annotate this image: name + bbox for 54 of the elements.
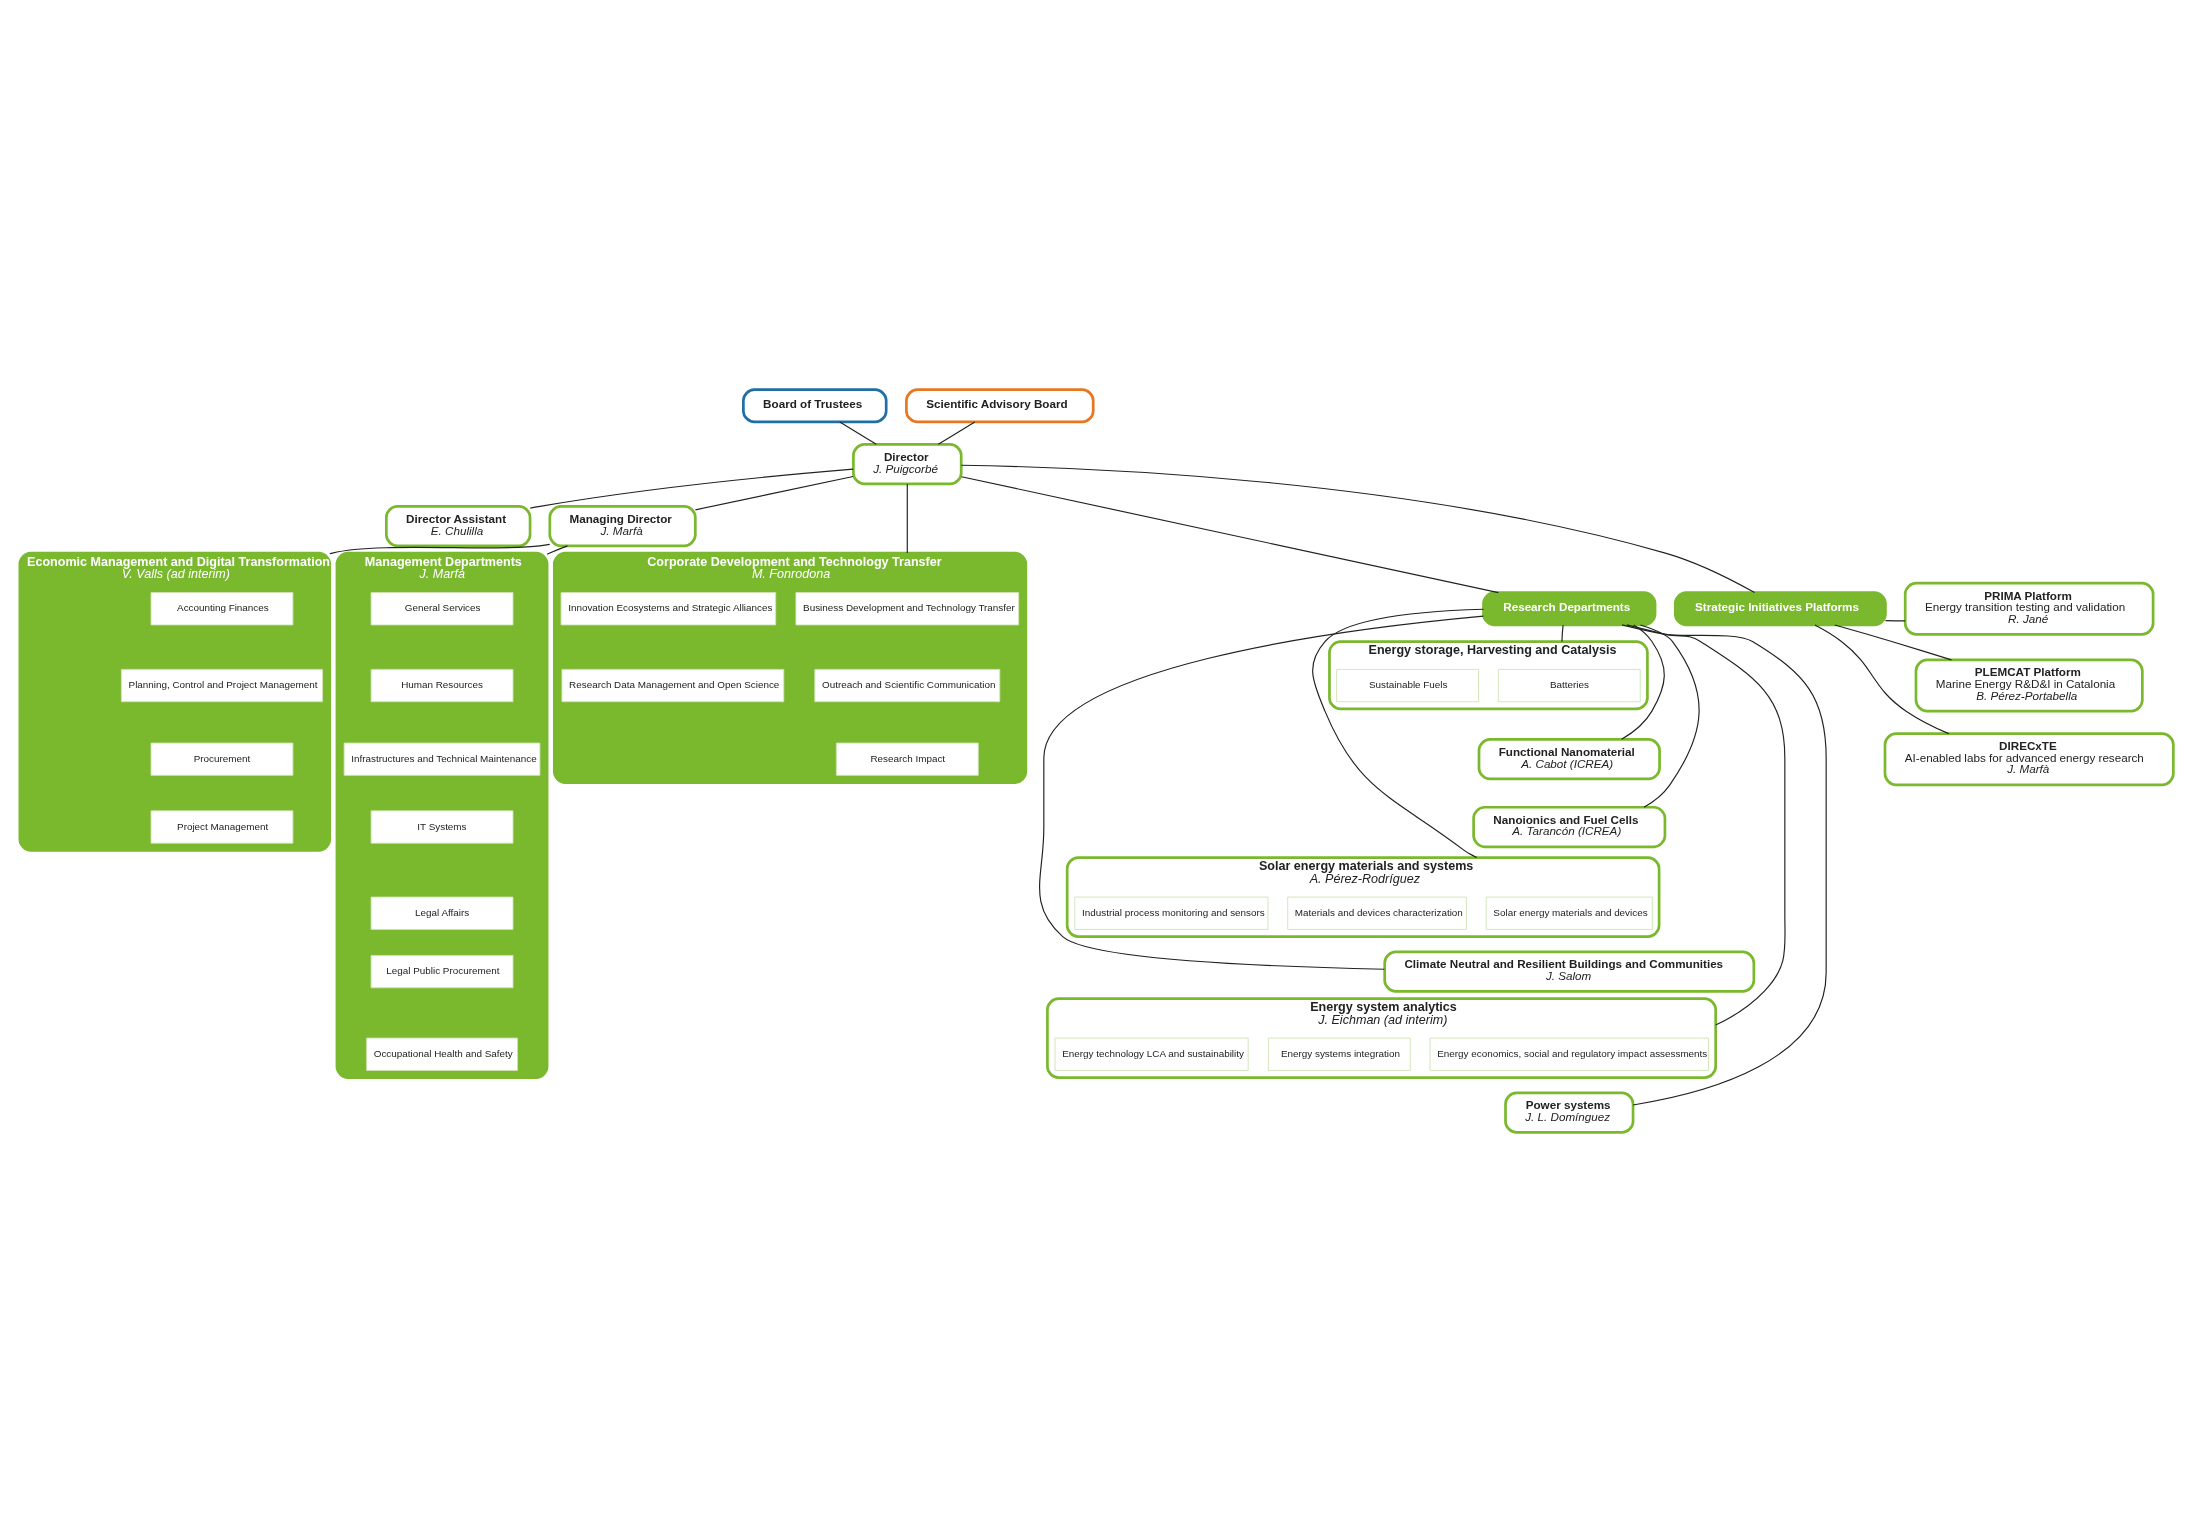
node-box: Nanoionics and Fuel Cells A. Tarancón (ICREA) — [1472, 805, 1667, 848]
node-box: DIRECxTE AI-enabled labs for advanced energy research J. Marfà — [1883, 731, 2175, 786]
node-box: Power systems J. L. Domínguez — [1504, 1091, 1635, 1134]
node-box: Climate Neutral and Resilient Buildings and Communities J. Salom — [1383, 950, 1756, 993]
connector — [1626, 623, 1786, 1026]
node-box: Energy economics, social and regulatory impact assessments — [1429, 1037, 1709, 1071]
node-box: Planning, Control and Project Management — [120, 668, 323, 702]
connector — [694, 475, 854, 510]
node-box: Director J. Puigcorbé — [852, 442, 963, 485]
node-box: Business Development and Technology Transfer — [795, 591, 1020, 625]
node-box: Solar energy materials and devices — [1485, 896, 1653, 930]
connector — [546, 544, 569, 555]
connector — [1039, 615, 1484, 970]
node-box: Research Departments — [1482, 590, 1657, 626]
node-box: Research Impact — [835, 742, 979, 776]
node-box: Procurement — [150, 742, 294, 776]
connector — [1884, 619, 1906, 621]
node-box: Human Resources — [370, 668, 514, 702]
node-box: IT Systems — [370, 809, 514, 844]
connector — [960, 475, 1499, 593]
connector — [1621, 623, 1827, 1106]
node-box: Strategic Initiatives Platforms — [1673, 590, 1887, 626]
connector — [1561, 624, 1564, 642]
node-box: Batteries — [1497, 668, 1641, 702]
node-box: Outreach and Scientific Communication — [814, 668, 1001, 702]
node-box: Legal Public Procurement — [370, 954, 514, 988]
node-box: Accounting Finances — [150, 591, 294, 625]
node-box: Functional Nanomaterial A. Cabot (ICREA) — [1477, 737, 1661, 780]
node-box: Director Assistant E. Chulilla — [385, 504, 532, 547]
node-box: Industrial process monitoring and sensors — [1074, 896, 1269, 930]
node-box: Scientific Advisory Board — [905, 387, 1095, 423]
node-box: Energy systems integration — [1267, 1037, 1411, 1071]
node-box: Sustainable Fuels — [1336, 668, 1479, 702]
node-box: PLEMCAT Platform Marine Energy R&D&I in Catalonia B. Pérez-Portabella — [1914, 658, 2144, 712]
connector — [529, 468, 854, 509]
connector — [1834, 623, 1953, 660]
node-box: Energy technology LCA and sustainability — [1054, 1037, 1249, 1071]
node-box: Materials and devices characterization — [1287, 896, 1467, 930]
node-box: Project Management — [150, 809, 294, 844]
connector — [906, 482, 908, 554]
node-box: Managing Director J. Marfà — [548, 504, 697, 547]
node-box: Infrastructures and Technical Maintenance — [343, 742, 541, 776]
connector — [960, 464, 1756, 593]
node-box: Legal Affairs — [370, 896, 514, 930]
node-box: Occupational Health and Safety — [366, 1037, 518, 1071]
connector — [937, 420, 976, 445]
node-box: Innovation Ecosystems and Strategic Alliances — [560, 591, 777, 625]
node-box: General Services — [370, 591, 514, 625]
node-box: PRIMA Platform Energy transition testing and validation R. Jané — [1903, 581, 2155, 636]
connector — [1639, 623, 1700, 808]
node-box: Research Data Management and Open Science — [561, 668, 785, 702]
connector — [329, 543, 551, 554]
connector — [839, 420, 877, 445]
node-box: Board of Trustees — [742, 387, 888, 423]
